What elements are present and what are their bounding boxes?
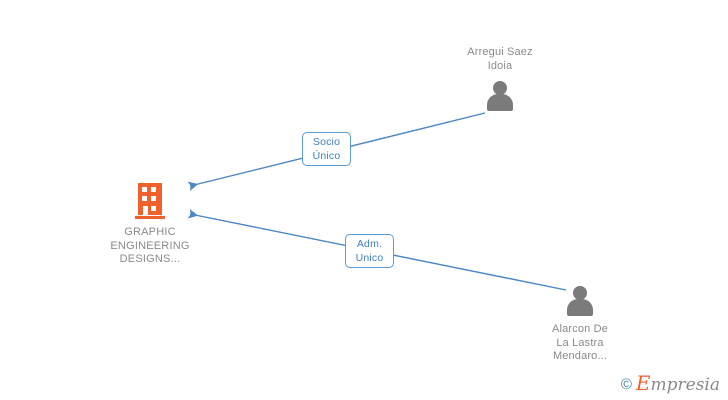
person-node-alarcon-de-la-lastra-mendaro[interactable]: Alarcon De La Lastra Mendaro... <box>520 286 640 364</box>
person-head <box>493 81 507 95</box>
person-icon <box>481 81 519 111</box>
brand-wordmark: Empresia <box>636 373 721 395</box>
building-door <box>143 206 148 215</box>
person-body <box>567 299 593 316</box>
person-body <box>487 94 513 111</box>
person-icon <box>561 286 599 316</box>
company-name-label: GRAPHIC ENGINEERING DESIGNS... <box>110 226 190 265</box>
building-window <box>151 196 156 201</box>
building-base <box>135 216 165 219</box>
company-node[interactable]: GRAPHIC ENGINEERING DESIGNS... <box>90 183 210 267</box>
building-window <box>142 196 147 201</box>
copyright-icon: © <box>620 376 632 393</box>
brand-rest: mpresia <box>650 375 721 395</box>
person-name-label: Alarcon De La Lastra Mendaro... <box>552 323 608 362</box>
building-window <box>142 187 147 192</box>
person-name-label: Arregui Saez Idoia <box>467 46 533 72</box>
person-node-arregui-saez-idoia[interactable]: Arregui Saez Idoia <box>440 46 560 111</box>
person-head <box>573 286 587 300</box>
building-icon <box>135 183 165 219</box>
relation-label-adm-unico[interactable]: Adm. Unico <box>345 234 394 268</box>
building-window <box>151 206 156 211</box>
empresia-watermark: © Empresia <box>620 373 721 395</box>
building-window <box>151 187 156 192</box>
brand-initial: E <box>635 371 651 395</box>
relation-label-socio-unico[interactable]: Socio Único <box>302 132 351 166</box>
